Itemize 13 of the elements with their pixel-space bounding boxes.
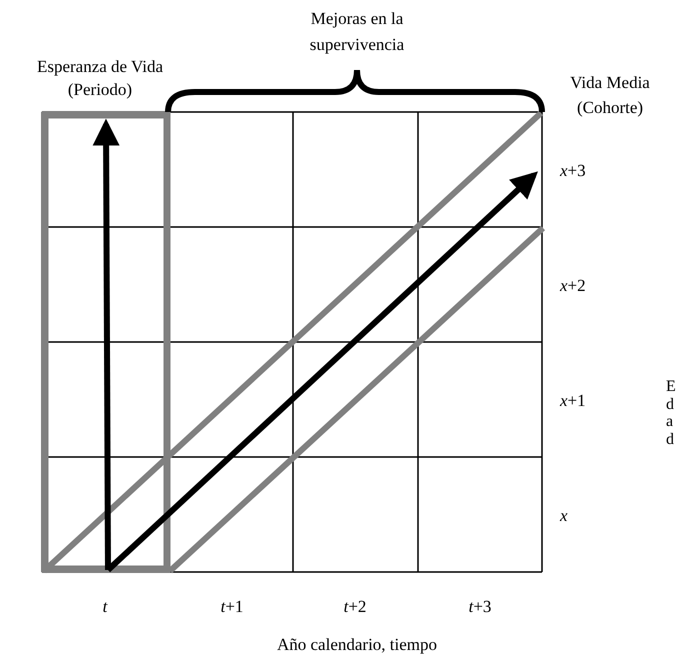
annotation-label: Mejoras en la supervivencia (308, 8, 406, 56)
annotation-label: Vida Media (Cohorte) (569, 72, 651, 119)
tick-label: x+3 (560, 160, 587, 182)
axis-label: Año calendario, tiempo (276, 634, 438, 656)
tick-label: t (102, 596, 109, 618)
tick-label: t+1 (220, 596, 244, 618)
tick-label: t+2 (342, 596, 368, 618)
annotation-label: Esperanza de Vida (Periodo) (36, 56, 164, 101)
tick-label: x+1 (560, 390, 587, 412)
tick-label: t+3 (468, 596, 492, 618)
tick-label: x+2 (560, 275, 587, 297)
axis-label: Edad (666, 378, 677, 448)
tick-label: x (560, 505, 569, 527)
